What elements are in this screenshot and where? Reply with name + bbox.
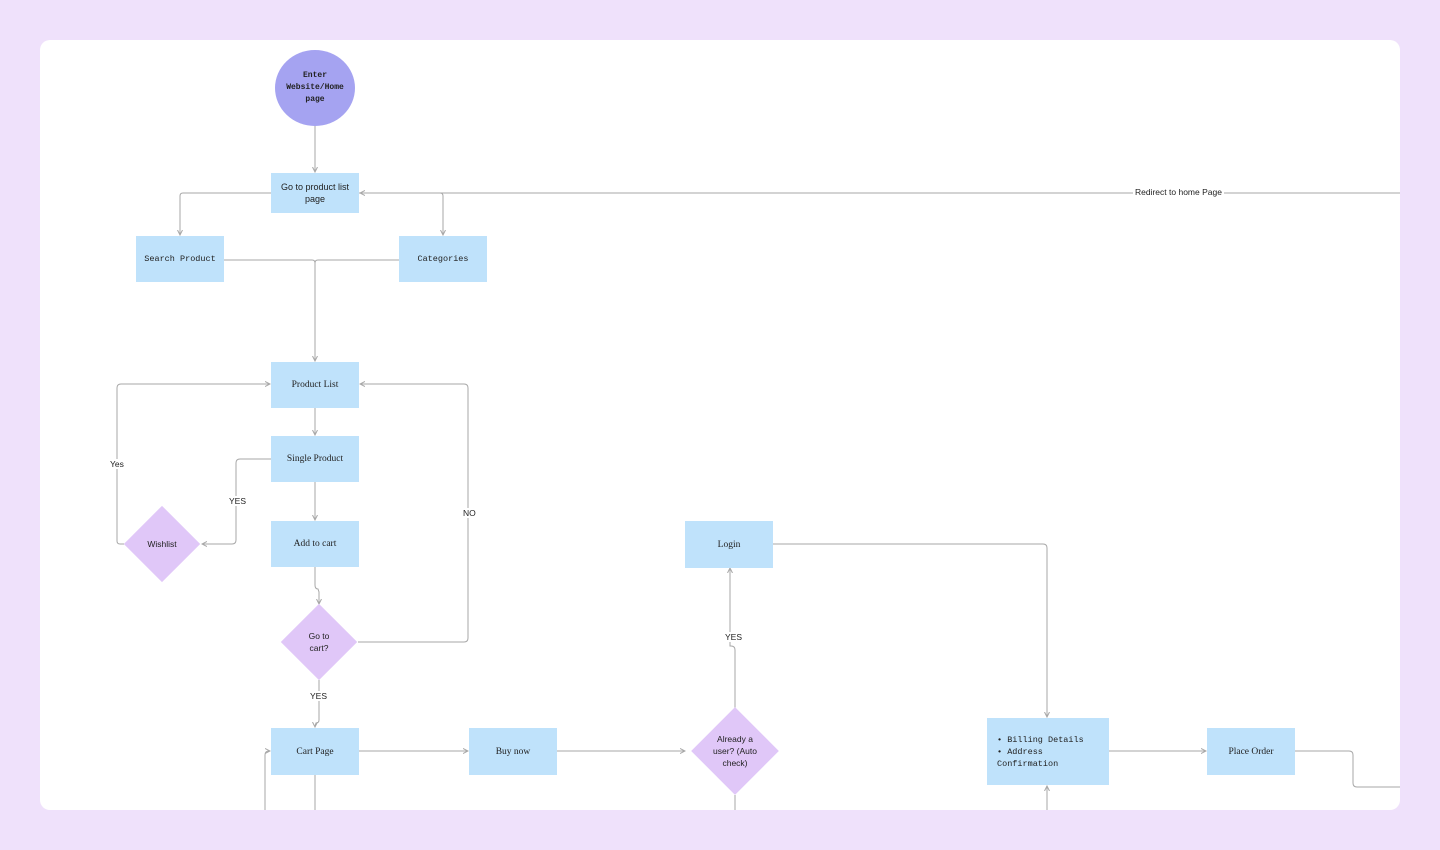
buy-now-label: Buy now [495,746,531,757]
edge-user-check-to-login [730,568,736,708]
edge-place-order-out [1295,750,1400,788]
go-to-cart-label: Go to cart? [308,631,330,653]
billing-details-item: Billing Details [997,734,1109,746]
add-to-cart-node: Add to cart [271,521,359,567]
yes-wishlist-back-label: Yes [108,459,126,469]
search-product-label: Search Product [144,254,216,264]
go-to-cart-decision: Go to cart? [280,603,358,681]
edge-search-to-product-list [224,259,315,361]
already-user-decision: Already a user? (Auto check) [685,707,785,795]
product-list-page-node: Go to product list page [271,173,359,213]
edge-categories-to-product-list [314,259,399,264]
place-order-label: Place Order [1228,746,1274,757]
categories-label: Categories [417,254,469,264]
edge-login-to-billing [773,543,1047,717]
yes-wishlist-label: YES [227,496,249,506]
no-go-cart-label: NO [461,508,478,518]
start-node-label: Enter Website/Home page [286,71,344,104]
billing-details-node: Billing Details Address Confirmation [987,718,1109,785]
start-node: Enter Website/Home page [275,50,355,126]
buy-now-node: Buy now [469,728,557,775]
edge-decision-yes-to-cart [315,680,320,727]
product-list-node: Product List [271,362,359,408]
wishlist-label: Wishlist [147,539,177,549]
edge-add-cart-to-decision [314,567,319,604]
already-user-label: Already a user? (Auto check) [713,734,757,768]
wishlist-node: Wishlist [123,505,201,583]
categories-node: Categories [399,236,487,282]
address-confirmation-item: Address Confirmation [997,746,1109,770]
yes-go-cart-label: YES [308,691,330,701]
edge-into-cart-left [264,751,270,810]
redirect-home-label: Redirect to home Page [1133,187,1224,197]
product-list-page-label: Go to product list page [280,182,350,204]
login-label: Login [717,539,741,550]
billing-details-list: Billing Details Address Confirmation [997,734,1109,770]
place-order-node: Place Order [1207,728,1295,775]
flowchart-canvas: Enter Website/Home page Go to product li… [40,40,1400,810]
cart-page-node: Cart Page [271,728,359,775]
search-product-node: Search Product [136,236,224,282]
login-node: Login [685,521,773,568]
yes-login-label: YES [723,632,745,642]
cart-page-label: Cart Page [296,746,334,757]
flow-edges [116,126,1400,810]
single-product-label: Single Product [286,454,344,464]
edge-list-page-to-categories [359,192,443,235]
add-to-cart-label: Add to cart [293,539,337,549]
edge-decision-no-to-product-list [358,384,469,643]
edge-list-page-to-search [180,192,271,235]
product-list-label: Product List [291,380,339,390]
single-product-node: Single Product [271,436,359,482]
